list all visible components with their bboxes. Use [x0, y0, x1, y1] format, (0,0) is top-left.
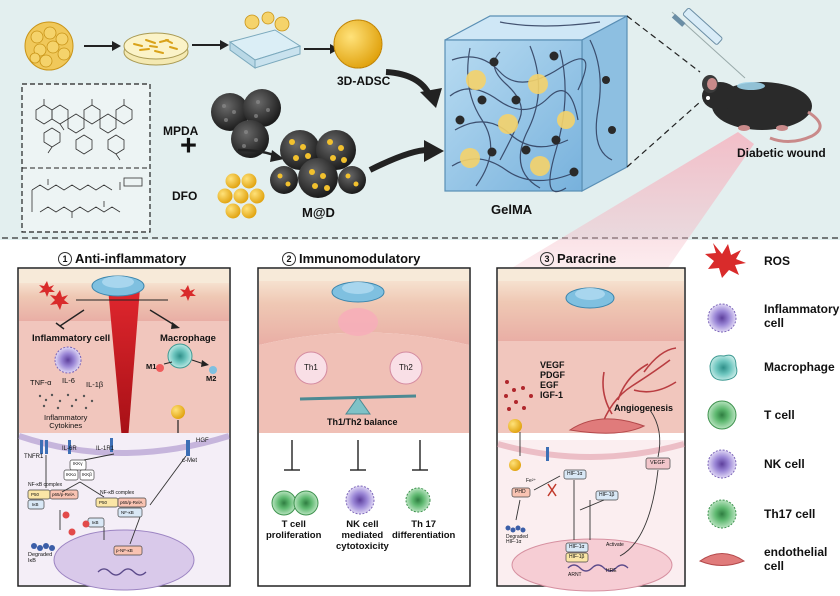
- macrophage-label: Macrophage: [160, 333, 216, 344]
- panel-anti-inflammatory: [17, 267, 231, 591]
- panel-3-number: 3: [540, 252, 554, 266]
- nfkb-complex-label-2: NF-κB complex: [100, 490, 135, 496]
- hgf-label: HGF: [196, 438, 209, 444]
- hif1b-label-2: HIF-1β: [569, 554, 585, 560]
- il6-label: IL-6: [62, 376, 75, 385]
- md-particles: [270, 130, 366, 198]
- m1-label: M1: [146, 362, 157, 371]
- hif1b-label-1: HIF-1β: [599, 492, 615, 498]
- legend-th17-label: Th17 cell: [764, 507, 816, 521]
- panel-immunomodulatory: [257, 267, 471, 587]
- p50-label-1: P50: [31, 492, 40, 497]
- syringe-icon: [671, 7, 746, 79]
- gelma-label: GelMA: [491, 202, 533, 217]
- il1b-label: IL-1β: [86, 380, 104, 389]
- legend-icons: [698, 243, 746, 566]
- m2-label: M2: [206, 374, 217, 383]
- dfo-structure: [31, 177, 143, 218]
- degraded-hif-label: Degraded HIF-1α: [506, 534, 528, 546]
- nk-cytotoxicity-label: NK cell mediated cytotoxicity: [336, 519, 389, 552]
- legend-macrophage-label: Macrophage: [764, 360, 835, 374]
- md-label: M@D: [302, 205, 335, 220]
- activate-label: Activate: [606, 542, 624, 548]
- hif1a-label-2: HIF-1α: [569, 544, 585, 550]
- th17-differentiation-label: Th 17 differentiation: [392, 519, 456, 541]
- legend-inflammatory-label: Inflammatory cell: [764, 302, 840, 331]
- legend-ros-label: ROS: [764, 254, 791, 268]
- inflammatory-cell-icon: [707, 303, 737, 333]
- well-plate: [228, 11, 302, 69]
- mpda-label: MPDA: [163, 124, 199, 138]
- adsc-spheroid: [333, 19, 383, 69]
- tnfr1-label: TNFR1: [24, 454, 44, 460]
- legend-endothelial-label: endothelial cell: [764, 545, 828, 574]
- vegf-box-label: VEGF: [650, 460, 665, 466]
- diabetic-wound-label: Diabetic wound: [737, 146, 826, 160]
- dfo-label: DFO: [172, 189, 198, 203]
- p50-label-2: P50: [99, 500, 108, 505]
- il1r1-label: IL-1R1: [96, 446, 115, 452]
- adsc-label: 3D-ADSC: [337, 74, 391, 88]
- hif1a-label-1: HIF-1α: [567, 471, 583, 477]
- growth-factors-label: VEGF PDGF EGF IGF-1: [540, 360, 566, 401]
- degraded-ikb-label: Degraded IκB: [28, 552, 53, 564]
- nfkb-label: NF-κB: [121, 510, 134, 515]
- legend-tcell-label: T cell: [764, 408, 795, 422]
- tnf-label: TNF-α: [30, 378, 52, 387]
- gelma-cube: [444, 15, 628, 193]
- adsc-cluster: [24, 21, 74, 71]
- panel-1-number: 1: [58, 252, 72, 266]
- th-balance-label: Th1/Th2 balance: [327, 417, 398, 427]
- ros-burst-icon: [705, 243, 746, 278]
- culture-dish: [123, 32, 189, 66]
- panel-paracrine: [496, 267, 686, 592]
- angiogenesis-label: Angiogenesis: [614, 403, 674, 413]
- hre-label: HRE: [606, 568, 617, 574]
- th2-label: Th2: [399, 363, 413, 372]
- mpda-particles: [211, 89, 281, 158]
- nk-cell-icon: [707, 449, 737, 479]
- p-nfkb-label: p-NF-κB: [116, 548, 133, 553]
- diabetic-mouse: [702, 75, 822, 143]
- il6r-label: IL-6R: [62, 446, 77, 452]
- legend-nk-label: NK cell: [764, 457, 805, 471]
- structures-box: [21, 83, 151, 233]
- arnt-label: ARNT: [568, 572, 582, 578]
- t-cell-icon: [707, 400, 737, 430]
- dfo-particles: [217, 173, 265, 219]
- inflammatory-cell-label: Inflammatory cell: [32, 333, 111, 344]
- ikk-alpha-label: IKKα: [66, 472, 76, 477]
- phd-label: PHD: [515, 489, 526, 495]
- cytokines-label: Inflammatory Cytokines: [44, 413, 88, 430]
- ikba-label-1: IκB: [32, 502, 39, 507]
- p65-label-1: p65/p-RelA: [52, 492, 75, 497]
- plus-sign: +: [180, 130, 197, 162]
- th1-label: Th1: [304, 363, 318, 372]
- panel-2-number: 2: [282, 252, 296, 266]
- macrophage-icon: [709, 354, 738, 381]
- t-cell-proliferation-label: T cell proliferation: [266, 519, 322, 541]
- mpda-structure: [35, 99, 133, 161]
- wound-cleft: [108, 288, 140, 440]
- ikk-gamma-label: IKKγ: [73, 461, 83, 466]
- ikk-beta-label: IKKβ: [82, 472, 92, 477]
- endothelial-cell-icon: [698, 553, 746, 566]
- th17-cell-icon: [707, 499, 737, 529]
- fe-label: Fe²⁺: [526, 478, 537, 484]
- p65-label-2: p65/p-RelA: [120, 500, 143, 505]
- zoom-beam: [505, 132, 754, 272]
- ikba-label-2: IκB: [92, 520, 99, 525]
- cmet-label: c-Met: [182, 458, 197, 464]
- nfkb-complex-label-1: NF-κB complex: [28, 482, 63, 488]
